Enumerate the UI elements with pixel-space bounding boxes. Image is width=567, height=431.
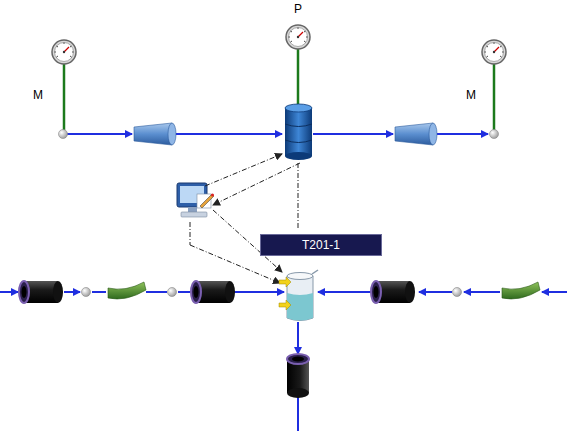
tag-text: T201-1 xyxy=(302,238,340,252)
tag-box: T201-1 xyxy=(260,234,382,256)
gauge-label: P xyxy=(294,2,302,16)
mixing-tank xyxy=(279,270,318,321)
storage-tank xyxy=(285,104,312,160)
computer-icon xyxy=(177,183,214,217)
gauge-label: M xyxy=(466,88,476,102)
gauge-label: M xyxy=(33,88,43,102)
